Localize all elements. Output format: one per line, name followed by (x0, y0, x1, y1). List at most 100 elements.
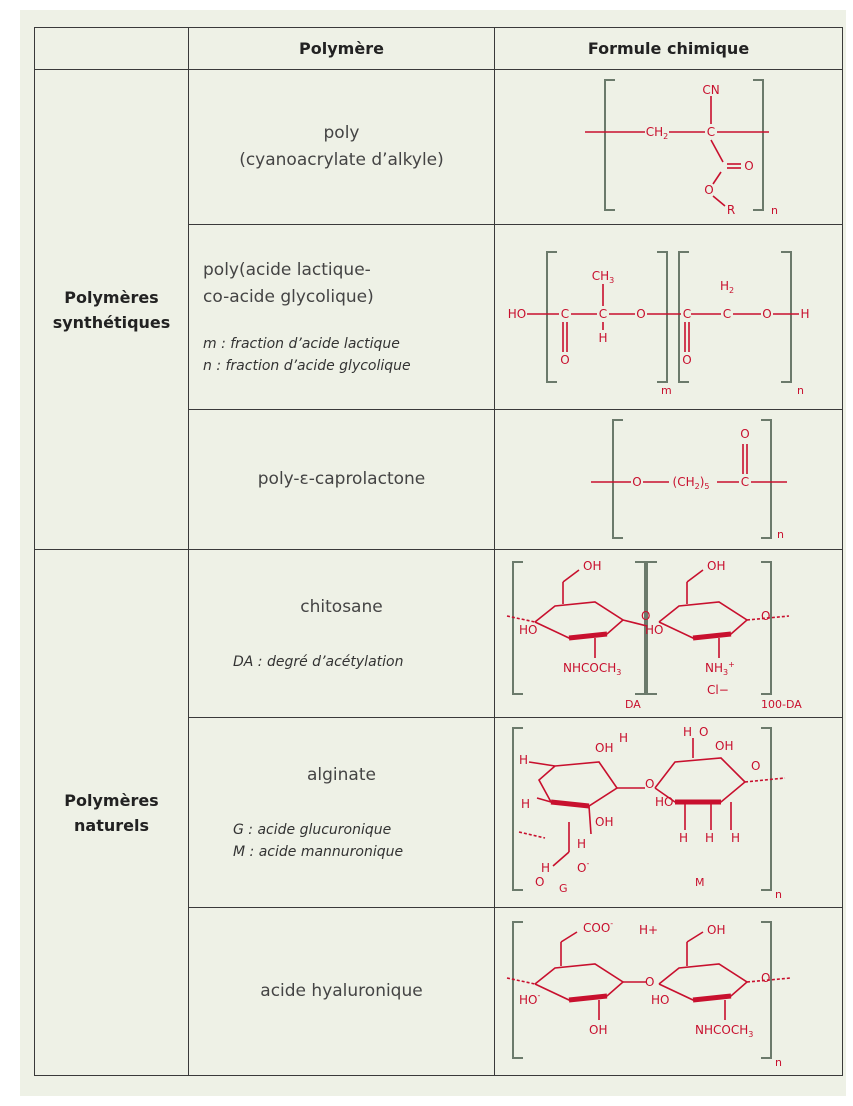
atom-label: OH (715, 739, 733, 753)
repeat-index: DA (625, 698, 641, 711)
atom-label: CH3 (591, 269, 614, 285)
atom-label: H+ (639, 923, 658, 937)
header-row: Polymère Formule chimique (34, 27, 843, 70)
atom-label: O (645, 777, 654, 791)
group-label-line: Polymères (64, 790, 159, 810)
atom-label: O (762, 307, 771, 321)
formula-caprolactone: O (CH2)5 C O n (590, 418, 787, 541)
formula-cell: HO C CH3 C H O O C O H2 C O H m n (494, 224, 843, 410)
table-row: poly(acide lactique- co-acide glycolique… (35, 224, 843, 410)
atom-label: OH (583, 559, 601, 573)
atom-label: O (682, 353, 691, 367)
atom-label: OH (707, 923, 725, 937)
polymer-note: n : fraction d’acide glycolique (203, 358, 411, 374)
polymer-note: DA : degré d’acétylation (233, 654, 404, 670)
atom-label: H (541, 861, 550, 875)
polymer-name: poly-ε-caprolactone (257, 469, 426, 489)
repeat-index: n (771, 204, 778, 217)
atom-label: NHCOCH3 (563, 661, 621, 677)
polymer-note: M : acide mannuronique (233, 844, 404, 860)
atom-label: O (699, 725, 708, 739)
formula-alginate: OH H H H OH H H O O- G O H O OH HO O H H… (511, 725, 785, 901)
atom-label: HO (645, 623, 663, 637)
atom-label: O (641, 609, 650, 623)
atom-label: H (679, 831, 688, 845)
polymer-name-cell: poly(acide lactique- co-acide glycolique… (188, 224, 495, 410)
formula-cell: OH H H H OH H H O O- G O H O OH HO O H H… (494, 717, 843, 908)
formula-cyanoacrylate: CN CH2 C O O R n (584, 79, 778, 217)
atom-label: C (560, 307, 568, 321)
group-natural: Polymères naturels (34, 549, 189, 1076)
atom-label: R (726, 203, 734, 217)
atom-label: O (751, 759, 760, 773)
atom-label: C (682, 307, 690, 321)
atom-label: HO (651, 993, 669, 1007)
atom-label: C (722, 307, 730, 321)
atom-label: NH3+ (705, 660, 735, 677)
atom-label: O- (577, 859, 589, 875)
group-label-line: synthétiques (52, 312, 171, 332)
group-label-line: Polymères (64, 287, 159, 307)
atom-label: COO- (583, 919, 613, 935)
polymer-name-cell: poly-ε-caprolactone (188, 409, 495, 550)
formula-hyaluronic: COO- H+ OH HO- OH O HO O NHCOCH3 n (506, 919, 791, 1069)
formula-cell: CN CH2 C O O R n (494, 69, 843, 225)
atom-label: OH (595, 741, 613, 755)
atom-label: OH (589, 1023, 607, 1037)
atom-label: O (560, 353, 569, 367)
atom-label: O (632, 475, 641, 489)
atom-label: OH (595, 815, 613, 829)
atom-label: C (598, 307, 606, 321)
atom-label: H (705, 831, 714, 845)
atom-label: O (740, 427, 749, 441)
formula-chitosan: OH OH HO HO O O NHCOCH3 NH3+ Cl− DA 100-… (506, 559, 802, 711)
polymer-name: poly (323, 123, 360, 143)
atom-label: OH (707, 559, 725, 573)
polymer-note: m : fraction d’acide lactique (203, 336, 400, 352)
polymer-name: acide hyaluronique (260, 981, 423, 1001)
polymer-name: alginate (307, 765, 376, 785)
atom-label: CN (702, 83, 719, 97)
atom-label: H (731, 831, 740, 845)
polymer-name-cell: alginate G : acide glucuronique M : acid… (188, 717, 495, 908)
atom-label: HO (507, 307, 525, 321)
atom-label: Cl− (707, 683, 729, 697)
atom-label: O (636, 307, 645, 321)
repeat-index: m (661, 384, 672, 397)
repeat-index: 100-DA (761, 698, 802, 711)
atom-label: H (800, 307, 809, 321)
atom-label: O (761, 971, 770, 985)
atom-label: HO- (519, 991, 540, 1007)
atom-label: HO (655, 795, 673, 809)
formula-plga: HO C CH3 C H O O C O H2 C O H m n (507, 250, 809, 397)
polymer-name-cell: poly (cyanoacrylate d’alkyle) (188, 69, 495, 225)
polymer-name: chitosane (300, 597, 383, 617)
table-row: Polymères synthétiques poly (cyanoacryla… (34, 69, 843, 550)
polymer-note: G : acide glucuronique (233, 822, 392, 838)
atom-label: H (519, 753, 528, 767)
atom-label: M (695, 876, 705, 889)
table-row: poly-ε-caprolactone O (CH2)5 C (35, 409, 843, 550)
polymer-name: co-acide glycolique) (203, 287, 374, 307)
header-empty (34, 27, 189, 70)
formula-cell: COO- H+ OH HO- OH O HO O NHCOCH3 n (494, 907, 843, 1076)
polymer-name-cell: acide hyaluronique (188, 907, 495, 1076)
header-polymer: Polymère (188, 27, 495, 70)
polymer-name: (cyanoacrylate d’alkyle) (239, 150, 444, 170)
repeat-index: n (775, 888, 782, 901)
table-row: acide hyaluronique (35, 907, 843, 1076)
atom-label: O (761, 609, 770, 623)
atom-label: H (683, 725, 692, 739)
atom-label: O (744, 159, 753, 173)
atom-label: H (598, 331, 607, 345)
atom-label: CH2 (645, 125, 668, 141)
atom-label: NHCOCH3 (695, 1023, 753, 1039)
table-row: Polymères naturels chitosane DA : degré … (34, 549, 843, 1076)
atom-label: H (577, 837, 586, 851)
group-label-line: naturels (74, 815, 149, 835)
atom-label: C (706, 125, 714, 139)
atom-label: (CH2)5 (672, 475, 709, 491)
atom-label: C (740, 475, 748, 489)
atom-label: G (559, 882, 568, 895)
table-row: alginate G : acide glucuronique M : acid… (35, 717, 843, 908)
